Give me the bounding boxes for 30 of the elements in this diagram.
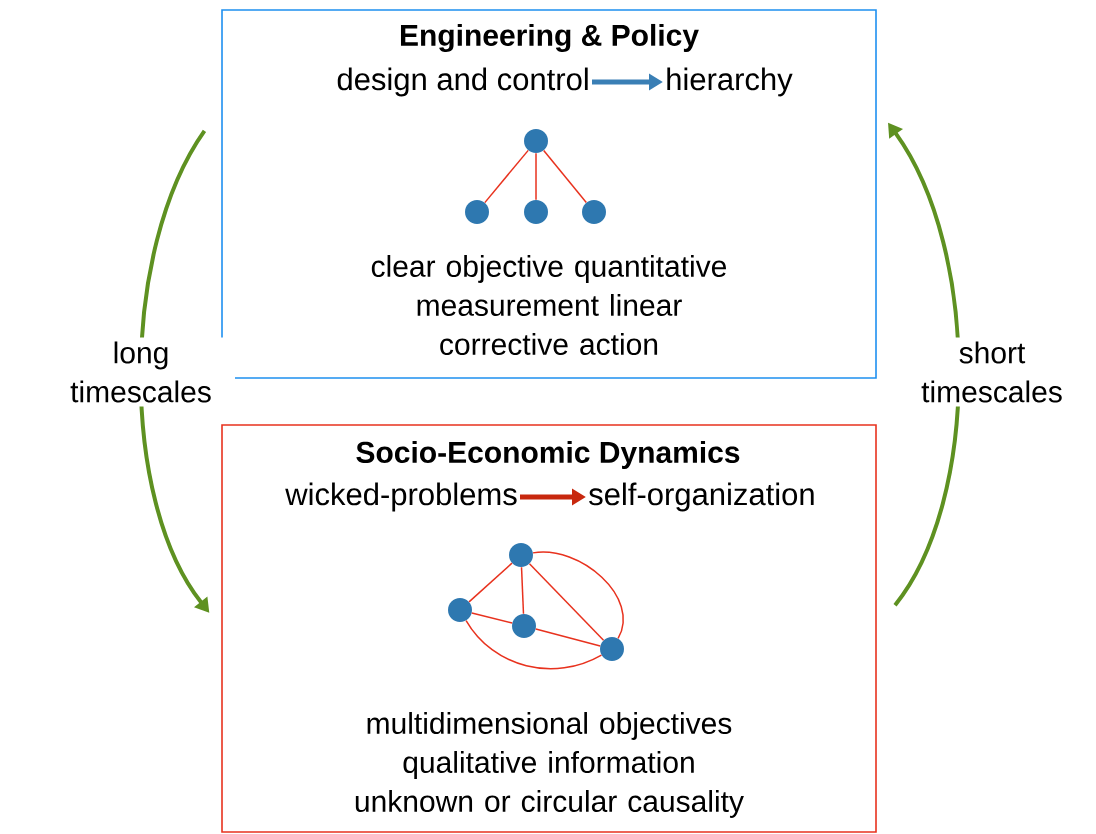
term-text: self-organization <box>589 482 814 512</box>
panel-box <box>221 424 877 833</box>
term-text: hierarchy <box>667 67 793 97</box>
graph-node <box>465 200 489 224</box>
graph-link <box>532 551 624 640</box>
box-heading: Socio-Economic Dynamics <box>356 441 740 469</box>
graph-node <box>524 129 548 153</box>
graph-link <box>535 152 537 201</box>
graph-node <box>600 637 624 661</box>
box-text: clear objective quantitative measurement linear corrective action <box>371 255 727 355</box>
term-text: wicked-problems <box>285 482 517 512</box>
graph-link <box>542 149 588 204</box>
graph-link <box>484 149 529 204</box>
graph-link <box>465 619 603 670</box>
graph-link <box>471 612 513 624</box>
graph-link <box>468 562 513 603</box>
graph-link <box>520 566 525 615</box>
box-text: multidimensional objectives qualitative information unknown or circular causality <box>355 712 744 818</box>
graph-node <box>509 543 533 567</box>
graph-node <box>582 200 606 224</box>
box-heading: Engineering & Policy <box>401 23 699 53</box>
term-text: design and control <box>337 67 588 97</box>
graph-node <box>448 598 472 622</box>
edge-label: long timescales <box>70 341 211 403</box>
panel-box <box>221 9 877 379</box>
graph-link <box>528 563 605 641</box>
edge-label: short timescales <box>921 341 1062 403</box>
graph-node <box>512 614 536 638</box>
graph-node <box>524 200 548 224</box>
graph-link <box>535 628 601 647</box>
